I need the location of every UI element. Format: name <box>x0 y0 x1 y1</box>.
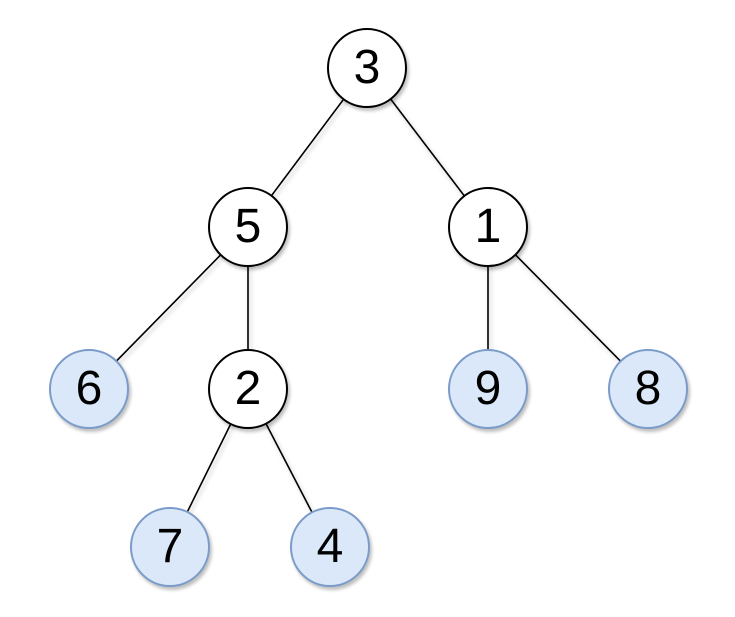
tree-node-5: 5 <box>208 187 288 267</box>
tree-node-2: 2 <box>208 349 288 429</box>
tree-node-9: 9 <box>448 349 528 429</box>
tree-node-3: 3 <box>327 28 407 108</box>
tree-node-6: 6 <box>49 349 129 429</box>
tree-node-8: 8 <box>608 349 688 429</box>
tree-node-4: 4 <box>290 507 370 587</box>
tree-node-7: 7 <box>130 507 210 587</box>
tree-node-1: 1 <box>448 187 528 267</box>
